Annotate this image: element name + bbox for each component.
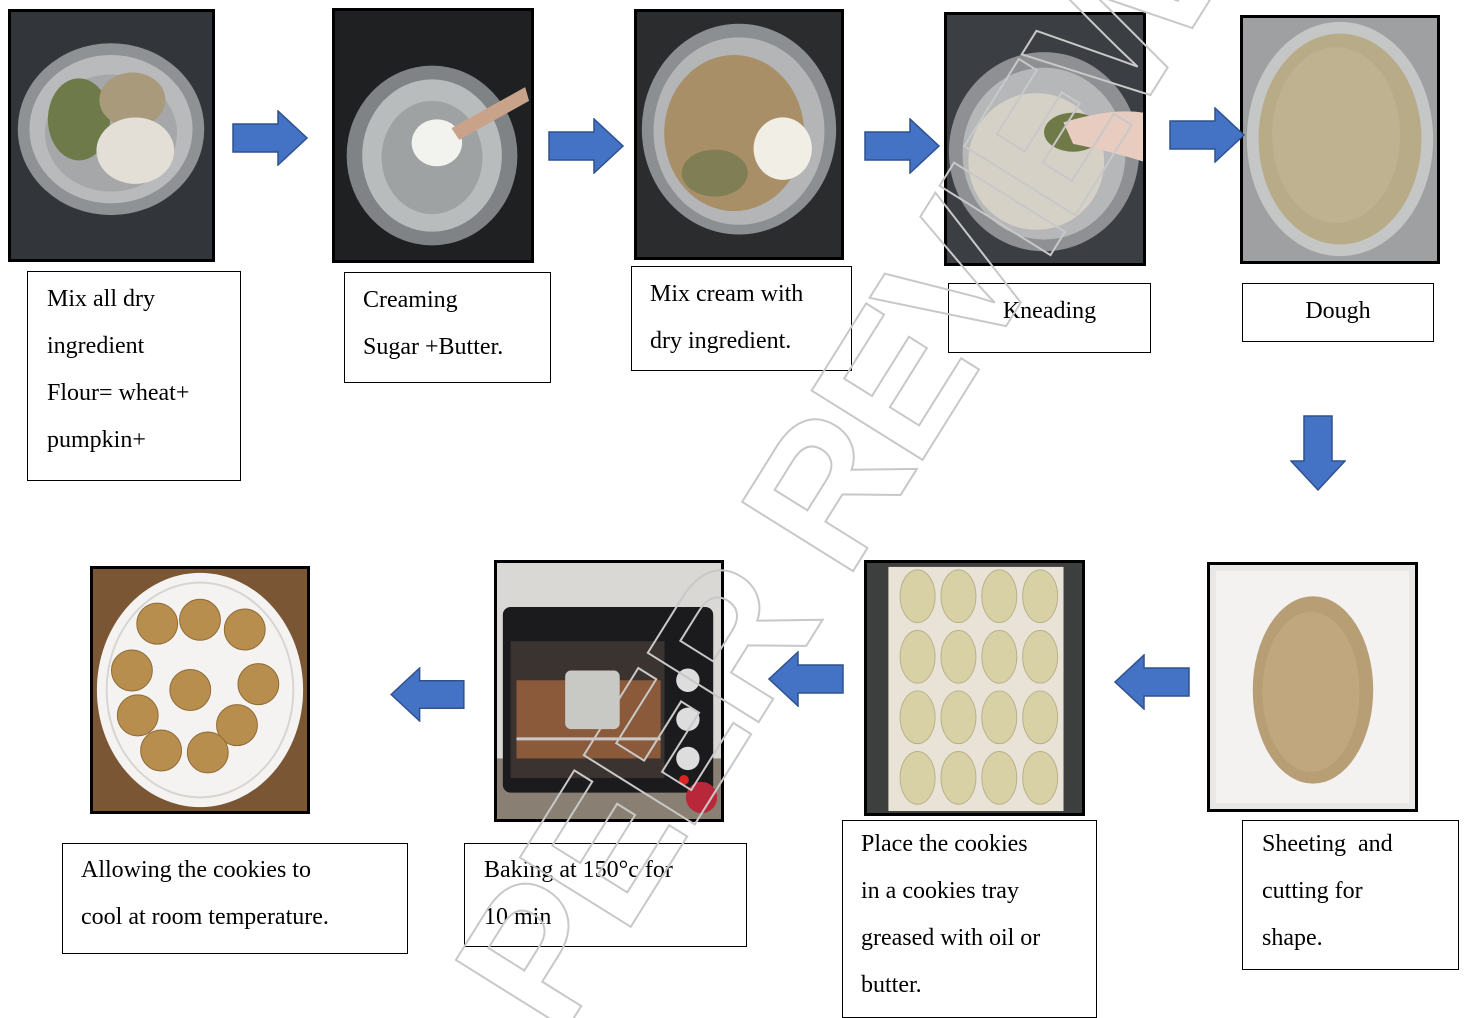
tray-cookie bbox=[940, 629, 977, 684]
step-label-sheeting: Sheeting and cutting for shape. bbox=[1242, 820, 1459, 970]
label-line: in a cookies tray bbox=[861, 878, 1019, 904]
tray-cookie bbox=[899, 690, 936, 745]
tray-cookie bbox=[1022, 629, 1059, 684]
arrow-right-1 bbox=[232, 110, 308, 166]
step-label-baking: Baking at 150°c for 10 min bbox=[464, 843, 747, 947]
tray-cookie bbox=[981, 629, 1018, 684]
label-line: Place the cookies bbox=[861, 831, 1028, 857]
creaming-photo bbox=[332, 8, 534, 263]
label-line: greased with oil or bbox=[861, 925, 1041, 951]
plate-cookie bbox=[169, 669, 212, 711]
arrow-left-2 bbox=[768, 651, 844, 707]
tray-cookie bbox=[899, 750, 936, 805]
tray-cookie bbox=[1022, 569, 1059, 624]
step-label-cooling: Allowing the cookies to cool at room tem… bbox=[62, 843, 408, 954]
plate-cookie bbox=[179, 598, 221, 641]
plate-cookie bbox=[186, 731, 229, 774]
step-label-kneading: Kneading bbox=[948, 283, 1151, 353]
step-label-creaming: Creaming Sugar +Butter. bbox=[344, 272, 551, 383]
step-label-dough: Dough bbox=[1242, 283, 1434, 342]
tray-cookie bbox=[981, 569, 1018, 624]
label-line: Allowing the cookies to bbox=[81, 857, 311, 883]
label-line: shape. bbox=[1262, 925, 1323, 951]
label-line: pumpkin+ bbox=[47, 427, 146, 453]
tray-cookie bbox=[940, 690, 977, 745]
label-line: Kneading bbox=[1002, 298, 1097, 324]
arrow-left-3 bbox=[389, 667, 466, 722]
label-line: cutting for bbox=[1262, 878, 1363, 904]
label-line: 10 min bbox=[484, 904, 552, 930]
dry-ingredients-photo bbox=[8, 9, 215, 262]
plate-cookie bbox=[223, 608, 266, 651]
label-line: Mix cream with bbox=[650, 281, 804, 307]
arrow-left-1 bbox=[1113, 654, 1191, 710]
label-line: Sugar +Butter. bbox=[363, 334, 504, 360]
tray-cookie bbox=[899, 629, 936, 684]
cookie-tray-photo bbox=[864, 560, 1085, 816]
label-line: Dough bbox=[1305, 298, 1371, 324]
tray-cookie bbox=[940, 750, 977, 805]
arrow-right-4 bbox=[1168, 107, 1246, 163]
plate-cookie bbox=[216, 704, 258, 747]
tray-cookie bbox=[981, 690, 1018, 745]
label-line: dry ingredient. bbox=[650, 328, 792, 354]
plate-cookie bbox=[237, 663, 280, 706]
arrow-right-2 bbox=[548, 118, 624, 174]
plate-cookie bbox=[110, 649, 153, 692]
label-line: Flour= wheat+ bbox=[47, 380, 190, 406]
dough-photo bbox=[1240, 15, 1440, 264]
arrow-right-3 bbox=[863, 118, 941, 174]
step-label-tray: Place the cookies in a cookies tray grea… bbox=[842, 820, 1097, 1018]
label-line: ingredient bbox=[47, 333, 145, 359]
label-line: cool at room temperature. bbox=[81, 904, 329, 930]
arrow-down bbox=[1290, 415, 1346, 491]
label-line: Sheeting and bbox=[1262, 831, 1393, 857]
tray-cookie bbox=[940, 569, 977, 624]
tray-cookie bbox=[981, 750, 1018, 805]
tray-cookie bbox=[1022, 750, 1059, 805]
plate-cookie bbox=[116, 694, 159, 737]
kneading-photo bbox=[944, 12, 1146, 266]
label-line: Mix all dry bbox=[47, 286, 155, 312]
label-line: Creaming bbox=[363, 287, 458, 313]
label-line: Baking at 150°c for bbox=[484, 857, 673, 883]
mix-cream-photo bbox=[634, 9, 844, 260]
tray-cookie bbox=[899, 569, 936, 624]
oven-photo bbox=[494, 560, 724, 822]
plate-cookie bbox=[140, 729, 183, 772]
sheeting-photo bbox=[1207, 562, 1418, 812]
label-line: butter. bbox=[861, 972, 922, 998]
plate-cookie bbox=[136, 602, 179, 645]
cooled-cookies-photo bbox=[90, 566, 310, 814]
step-label-mix-cream: Mix cream with dry ingredient. bbox=[631, 266, 852, 371]
tray-cookie bbox=[1022, 690, 1059, 745]
step-label-mix-dry: Mix all dry ingredient Flour= wheat+ pum… bbox=[27, 271, 241, 481]
